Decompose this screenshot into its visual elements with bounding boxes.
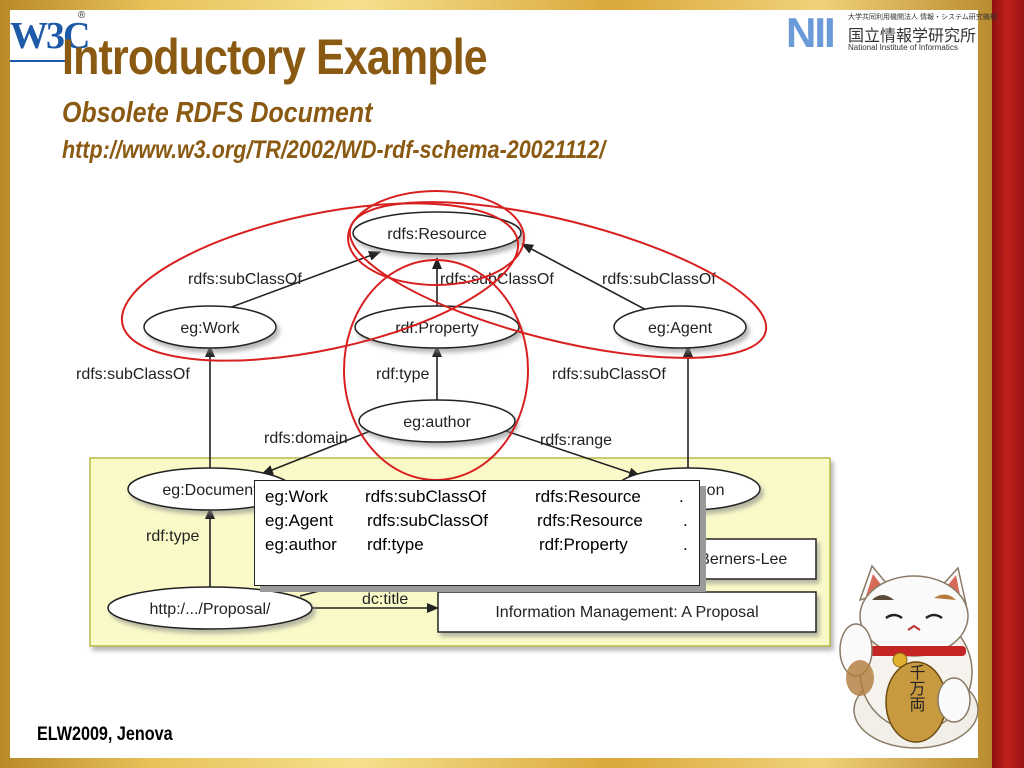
highlight-oval-property xyxy=(343,259,529,481)
nii-logo-block: NII 大学共同利用機関法人 情報・システム研究機構 国立情報学研究所 Nati… xyxy=(786,9,997,56)
triple-object: rdf:Property xyxy=(539,535,628,554)
node-work-shape xyxy=(143,305,277,349)
node-agent-label: eg:Agent xyxy=(648,320,713,337)
label-document-subclass: rdfs:subClassOf xyxy=(76,366,190,383)
edge-author-document xyxy=(261,427,379,475)
node-author-shape xyxy=(358,399,516,443)
triple-object: rdfs:Resource xyxy=(537,511,643,530)
triple-subject: eg:Agent xyxy=(265,511,334,530)
node-resource-label: rdfs:Resource xyxy=(387,226,487,243)
node-info-mgmt-label: Information Management: A Proposal xyxy=(495,604,758,621)
triple-predicate: rdfs:subClassOf xyxy=(365,487,486,506)
slide-title: Introductory Example xyxy=(62,29,488,85)
slide-footer: ELW2009, Jenova xyxy=(37,724,173,745)
triple-subject: eg:Work xyxy=(265,487,328,506)
document-url: http://www.w3.org/TR/2002/WD-rdf-schema-… xyxy=(62,136,606,164)
nii-name-english: National Institute of Informatics xyxy=(848,43,958,52)
triples-box: eg:Work rdfs:subClassOf rdfs:Resource . … xyxy=(254,480,700,586)
label-work-subclass: rdfs:subClassOf xyxy=(188,271,302,288)
maneki-neko-icon: 千万両 xyxy=(839,564,979,749)
node-resource-shape xyxy=(352,211,522,255)
highlight-oval-agent-resource xyxy=(348,201,768,359)
label-author-domain: rdfs:domain xyxy=(264,430,348,447)
triple-end: . xyxy=(679,487,684,506)
edge-agent-resource xyxy=(521,243,651,313)
node-proposal-label: http:/.../Proposal/ xyxy=(150,601,272,618)
triple-object: rdfs:Resource xyxy=(535,487,641,506)
node-author-label: eg:author xyxy=(403,414,471,431)
node-agent-shape xyxy=(613,305,747,349)
nii-org-label: 大学共同利用機関法人 情報・システム研究機構 xyxy=(848,14,997,21)
slide-subtitle: Obsolete RDFS Document xyxy=(62,97,373,129)
node-property-shape xyxy=(354,305,520,349)
red-side-strip xyxy=(992,0,1024,768)
triple-end: . xyxy=(683,511,688,530)
triple-row: eg:Work rdfs:subClassOf rdfs:Resource . xyxy=(265,487,689,511)
w3c-logo-rule xyxy=(10,60,70,62)
label-author-type: rdf:type xyxy=(376,366,429,383)
triple-subject: eg:author xyxy=(265,535,337,554)
edge-author-person xyxy=(496,427,641,478)
triple-predicate: rdfs:subClassOf xyxy=(367,511,488,530)
label-agent-subclass: rdfs:subClassOf xyxy=(602,271,716,288)
triple-row: eg:author rdf:type rdf:Property . xyxy=(265,535,689,559)
w3c-registered-mark: ® xyxy=(78,10,86,21)
node-document-label: eg:Document xyxy=(162,482,258,499)
nii-name-japanese: 国立情報学研究所 xyxy=(848,28,977,45)
node-work-label: eg:Work xyxy=(180,320,240,337)
w3c-logo: W3C xyxy=(10,15,90,57)
highlight-oval-resource xyxy=(347,190,525,286)
triple-row: eg:Agent rdfs:subClassOf rdfs:Resource . xyxy=(265,511,689,535)
highlight-oval-work-resource xyxy=(120,202,520,362)
cat-coin-text: 千万両 xyxy=(907,664,926,713)
label-author-range: rdfs:range xyxy=(540,432,612,449)
node-proposal-shape xyxy=(107,586,313,630)
label-proposal-type: rdf:type xyxy=(146,528,199,545)
nii-logo: NII xyxy=(786,9,836,56)
triple-predicate: rdf:type xyxy=(367,535,424,554)
node-info-mgmt-shape xyxy=(437,591,817,633)
triple-end: . xyxy=(683,535,688,554)
label-person-subclass: rdfs:subClassOf xyxy=(552,366,666,383)
label-proposal-title: dc:title xyxy=(362,591,408,608)
edge-work-resource xyxy=(209,251,381,316)
